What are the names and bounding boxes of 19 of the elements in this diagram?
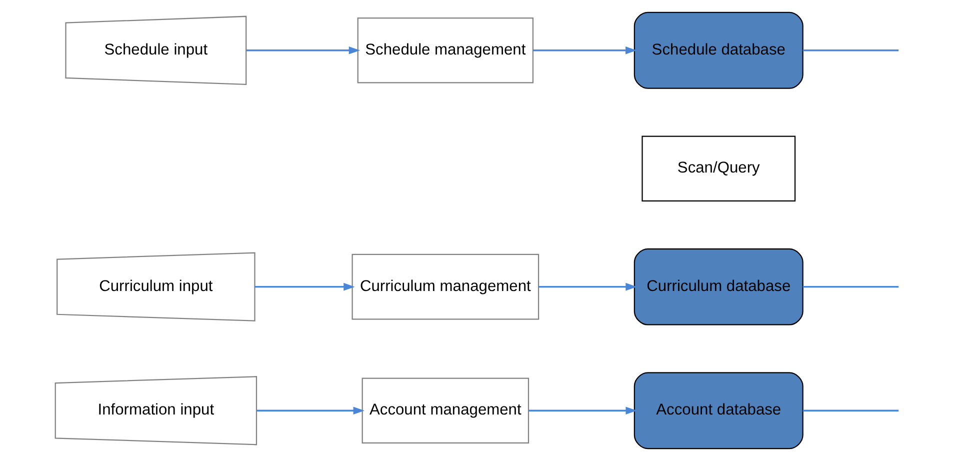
arrow bbox=[533, 46, 637, 54]
node-box: Scan/Query bbox=[642, 136, 796, 202]
node-box: Curriculum input bbox=[56, 252, 256, 322]
arrow bbox=[528, 406, 637, 415]
arrow bbox=[256, 406, 364, 415]
node-box: Account database bbox=[634, 372, 804, 450]
connector bbox=[802, 410, 899, 412]
connector bbox=[802, 50, 899, 52]
node-box: Curriculum database bbox=[634, 248, 804, 326]
arrow bbox=[538, 282, 637, 291]
node-box: Account management bbox=[362, 378, 530, 444]
node-box: Schedule input bbox=[65, 16, 247, 85]
node-box: Schedule management bbox=[357, 18, 534, 84]
node-box: Curriculum management bbox=[352, 254, 540, 320]
connector bbox=[802, 286, 899, 288]
arrow bbox=[246, 46, 360, 54]
node-box: Schedule database bbox=[634, 12, 804, 89]
arrow bbox=[254, 282, 355, 291]
node-box: Information input bbox=[54, 376, 258, 446]
